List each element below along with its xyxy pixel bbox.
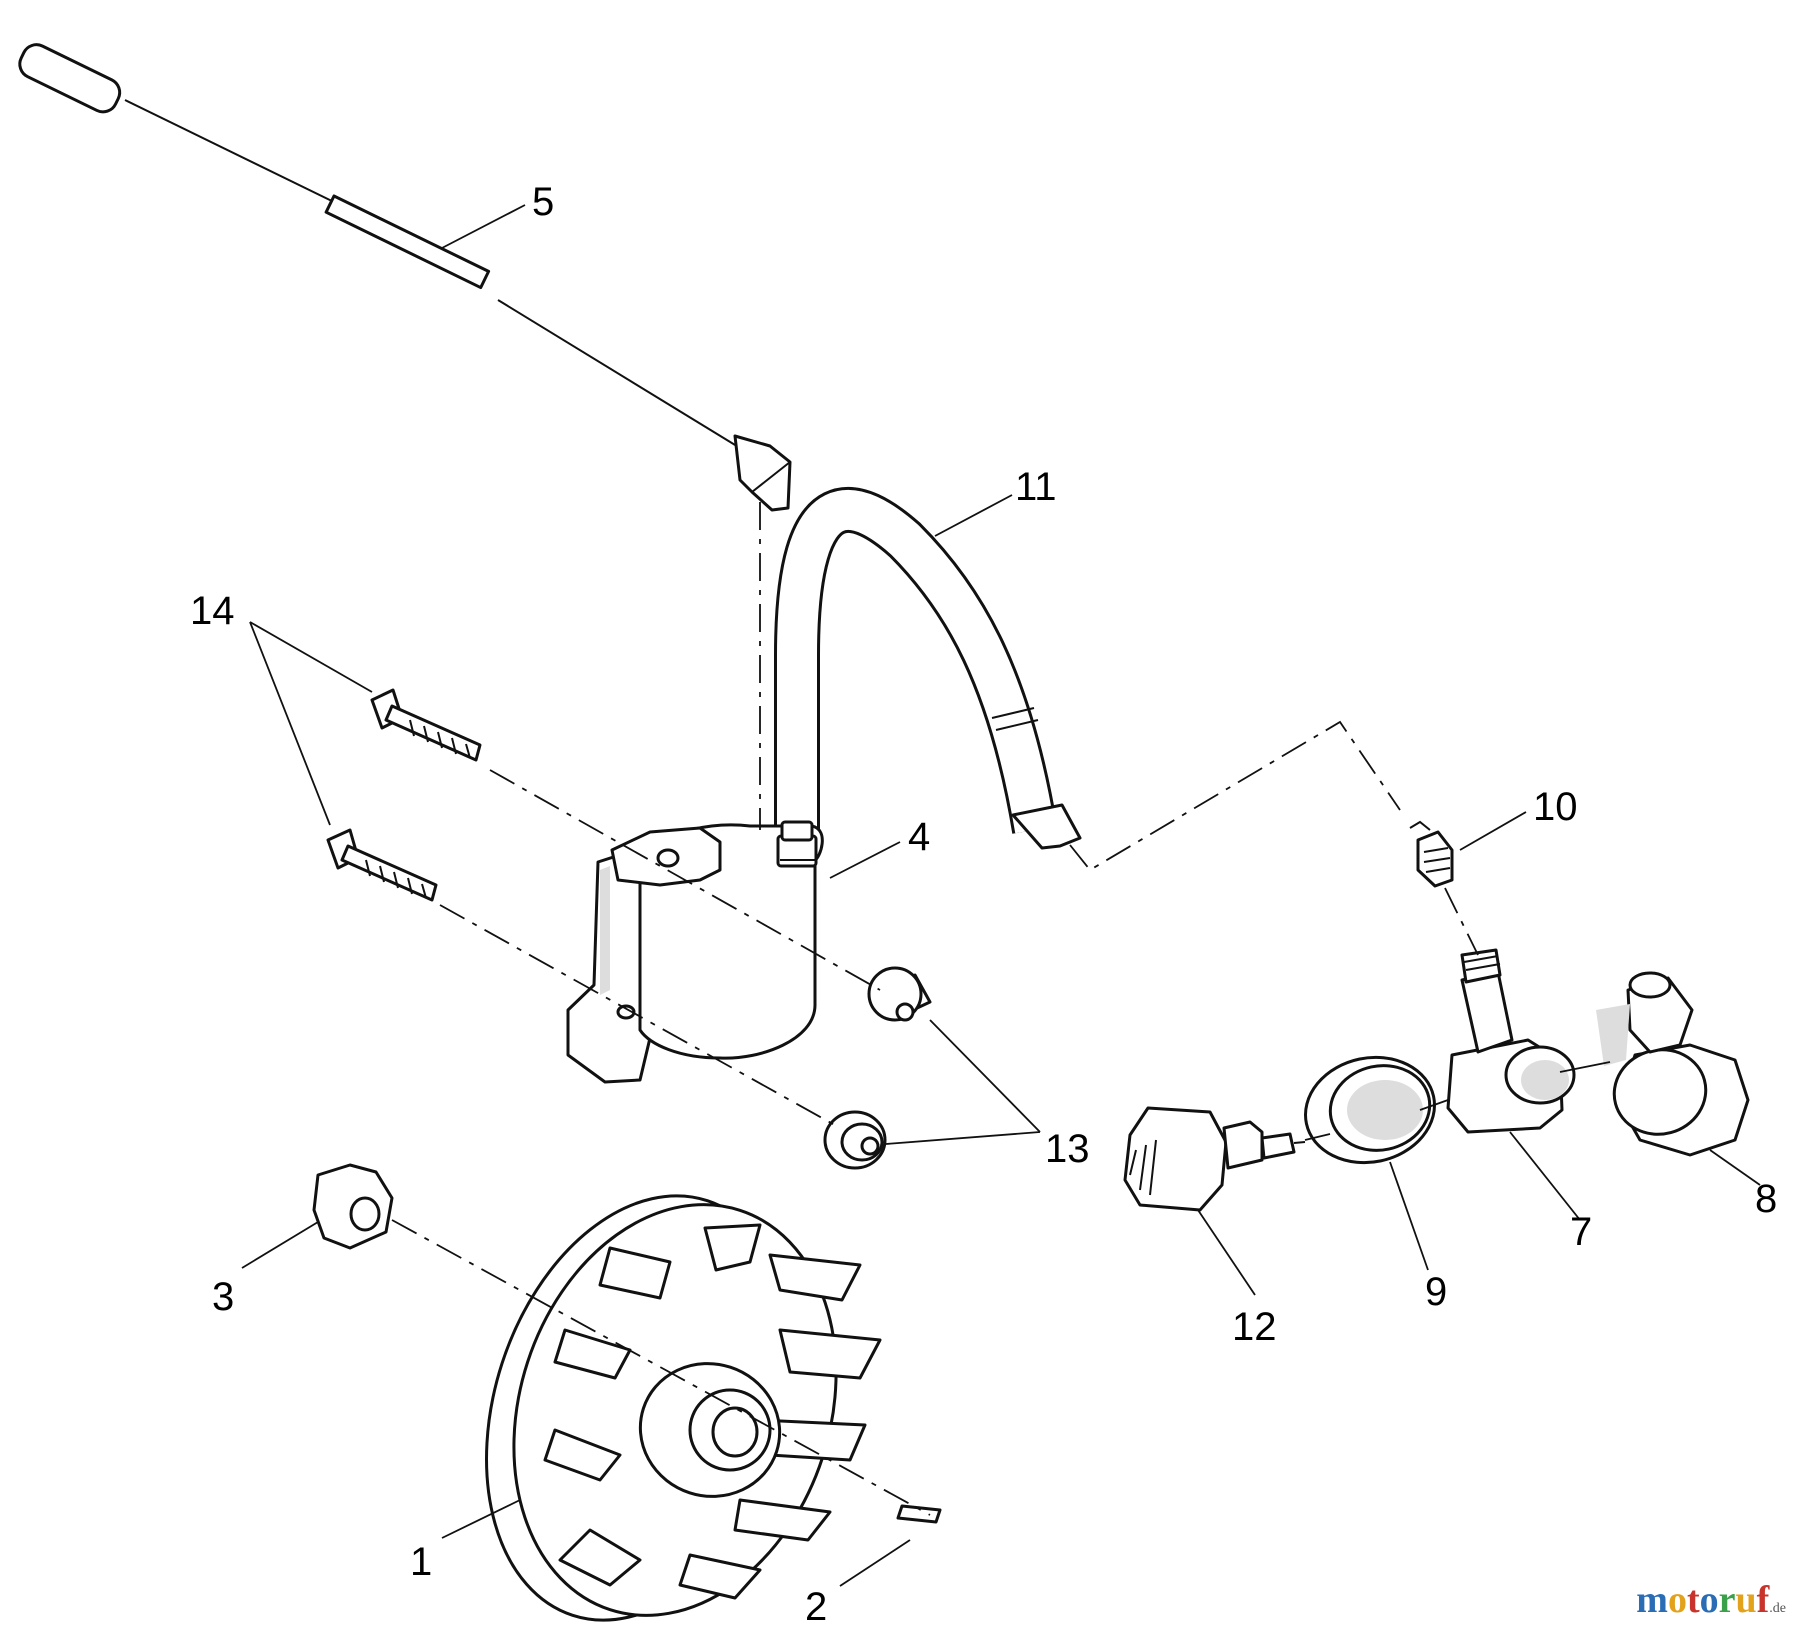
watermark-suffix: .de [1769,1601,1786,1616]
part-2-flywheel-key [896,1504,942,1524]
part-10-spring-terminal [1409,820,1454,888]
callout-2: 2 [805,1585,827,1629]
part-3-flywheel-nut [312,1163,394,1250]
callout-3: 3 [212,1275,234,1319]
callout-12: 12 [1232,1305,1277,1349]
callout-numbers: 5 11 14 4 10 13 3 12 9 7 8 1 2 [190,180,1777,1629]
callout-leaders [241,204,1761,1587]
watermark-letter: o [1699,1579,1719,1621]
callout-13: 13 [1045,1127,1090,1171]
callout-9: 9 [1425,1270,1447,1314]
callout-10: 10 [1533,785,1578,829]
part-5-kill-wire [18,43,792,512]
assembly-center-lines [391,502,1611,1516]
part-13-spacer-lower [823,1110,887,1170]
watermark-letter: m [1636,1579,1668,1621]
watermark-letter: t [1686,1579,1700,1621]
callout-8: 8 [1755,1177,1777,1221]
part-4-ignition-coil [566,820,824,1084]
part-13-spacer-upper [867,966,932,1022]
part-8-clip [1596,971,1750,1157]
callout-4: 4 [908,815,930,859]
part-7-terminal-boot [1446,948,1576,1134]
watermark-text: motoruf [1636,1579,1769,1621]
callout-7: 7 [1570,1210,1592,1254]
motoruf-watermark: motoruf.de [1636,1578,1786,1622]
part-9-boot-cap [1304,1055,1436,1165]
watermark-letter: f [1756,1579,1770,1621]
part-1-flywheel [485,1194,882,1622]
part-12-spark-plug [1123,1106,1306,1212]
part-14-screw-lower [326,828,438,902]
watermark-letter: r [1718,1579,1736,1621]
part-11-ht-lead [774,487,1082,850]
callout-14: 14 [190,589,235,633]
watermark-letter: u [1735,1579,1757,1621]
watermark-letter: o [1667,1579,1687,1621]
callout-11: 11 [1015,465,1057,509]
callout-1: 1 [410,1540,432,1584]
part-14-screw-upper [370,688,482,762]
callout-5: 5 [532,180,554,224]
